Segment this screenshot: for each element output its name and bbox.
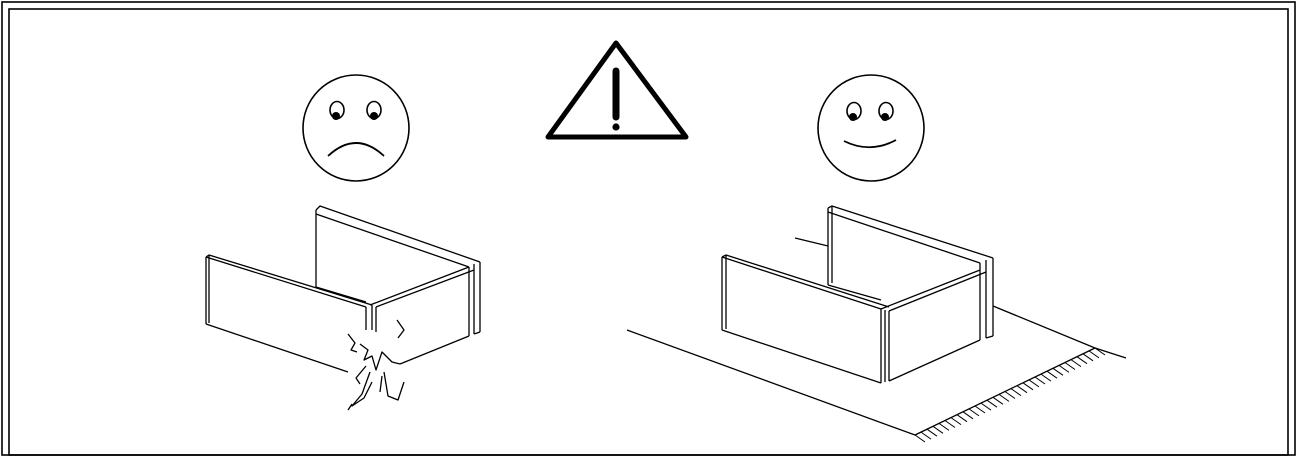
hatch-mark xyxy=(1028,379,1040,388)
hatch-mark xyxy=(1070,359,1082,368)
hatch-mark xyxy=(950,417,962,426)
hatch-mark xyxy=(1022,382,1034,391)
hatch-mark xyxy=(1040,373,1052,382)
hatch-mark xyxy=(1052,367,1064,376)
hatch-mark xyxy=(920,431,932,440)
hatch-mark xyxy=(1046,370,1058,379)
hatch-mark xyxy=(1034,376,1046,385)
happy-face-icon xyxy=(817,74,925,182)
hatch-mark xyxy=(914,434,926,443)
hatch-mark xyxy=(1058,364,1070,373)
hatch-mark xyxy=(962,411,974,420)
hatch-mark xyxy=(956,414,968,423)
hatch-mark xyxy=(1004,391,1016,399)
hatch-mark xyxy=(980,402,992,411)
hatch-mark xyxy=(926,428,938,437)
broken-frame-drawing xyxy=(205,205,481,411)
sad-face-icon xyxy=(302,74,410,182)
hatch-mark xyxy=(1016,385,1028,394)
hatch-mark xyxy=(968,408,980,417)
ground-hatching xyxy=(914,347,1106,443)
hatch-mark xyxy=(1082,353,1094,362)
supported-frame-drawing xyxy=(626,205,1127,436)
hatch-mark xyxy=(998,393,1010,402)
hatch-mark xyxy=(1064,362,1076,370)
hatch-mark xyxy=(1076,356,1088,365)
hatch-mark xyxy=(932,425,944,434)
hatch-mark xyxy=(944,420,956,428)
hatch-mark xyxy=(986,399,998,408)
hatch-mark xyxy=(974,405,986,414)
hatch-mark xyxy=(1088,350,1100,359)
hatch-mark xyxy=(938,422,950,431)
hatch-mark xyxy=(992,396,1004,405)
hatch-mark xyxy=(1010,388,1022,397)
warning-icon xyxy=(545,40,689,140)
hatch-mark xyxy=(1094,347,1106,356)
